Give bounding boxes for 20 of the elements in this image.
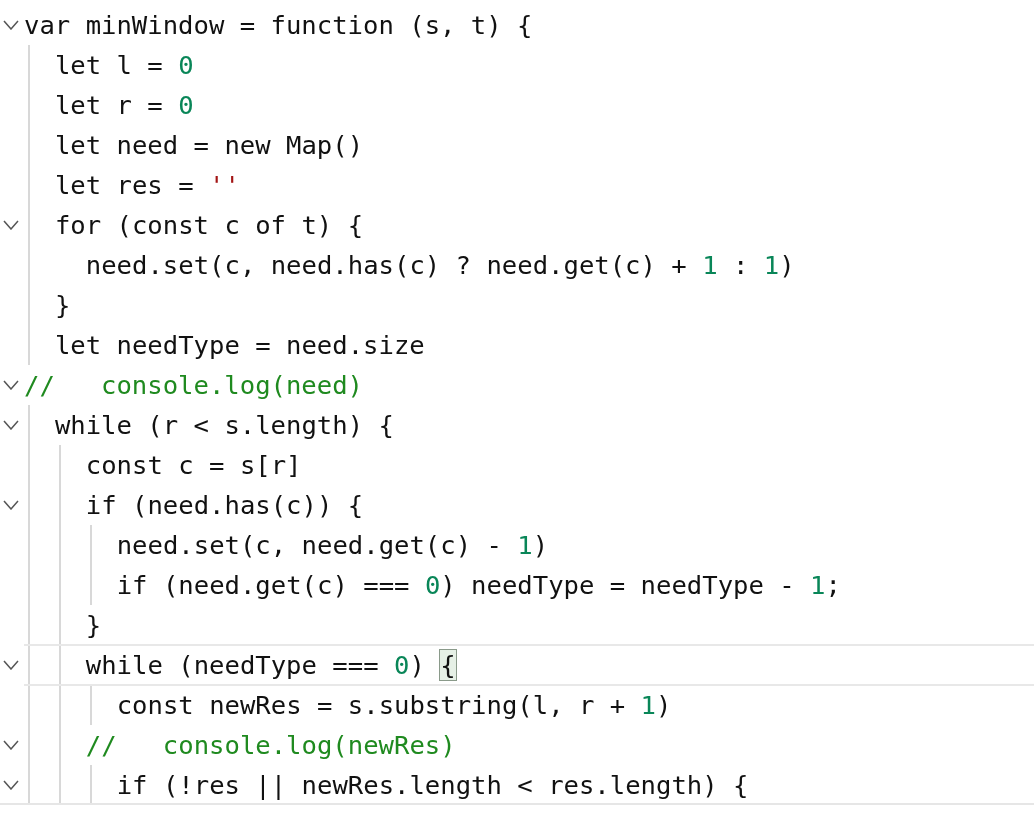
code-line: // console.log(newRes) xyxy=(85,729,456,762)
code-line: if (need.get(c) === 0) needType = needType - 1; xyxy=(116,569,841,602)
code-line: } xyxy=(54,289,71,322)
code-line: } xyxy=(85,609,102,642)
code-line: let l = 0 xyxy=(54,49,194,82)
code-line: if (need.has(c)) { xyxy=(85,489,364,522)
code-line: let res = '' xyxy=(54,169,240,202)
code-line: need.set(c, need.get(c) - 1) xyxy=(116,529,549,562)
code-line: const c = s[r] xyxy=(85,449,302,482)
code-line: if (!res || newRes.length < res.length) { xyxy=(116,769,749,802)
code-line: while (needType === 0) { xyxy=(85,649,456,682)
code-line: // console.log(need) xyxy=(24,369,363,402)
code-line: need.set(c, need.has(c) ? need.get(c) + 1 : 1) xyxy=(85,249,795,282)
code-line: var minWindow = function (s, t) { xyxy=(24,9,533,42)
code-line: const newRes = s.substring(l, r + 1) xyxy=(116,689,672,722)
code-line: while (r < s.length) { xyxy=(54,409,394,442)
code-line: let r = 0 xyxy=(54,89,194,122)
code-line: let needType = need.size xyxy=(54,329,425,362)
code-line: let need = new Map() xyxy=(54,129,364,162)
code-line: for (const c of t) { xyxy=(54,209,364,242)
